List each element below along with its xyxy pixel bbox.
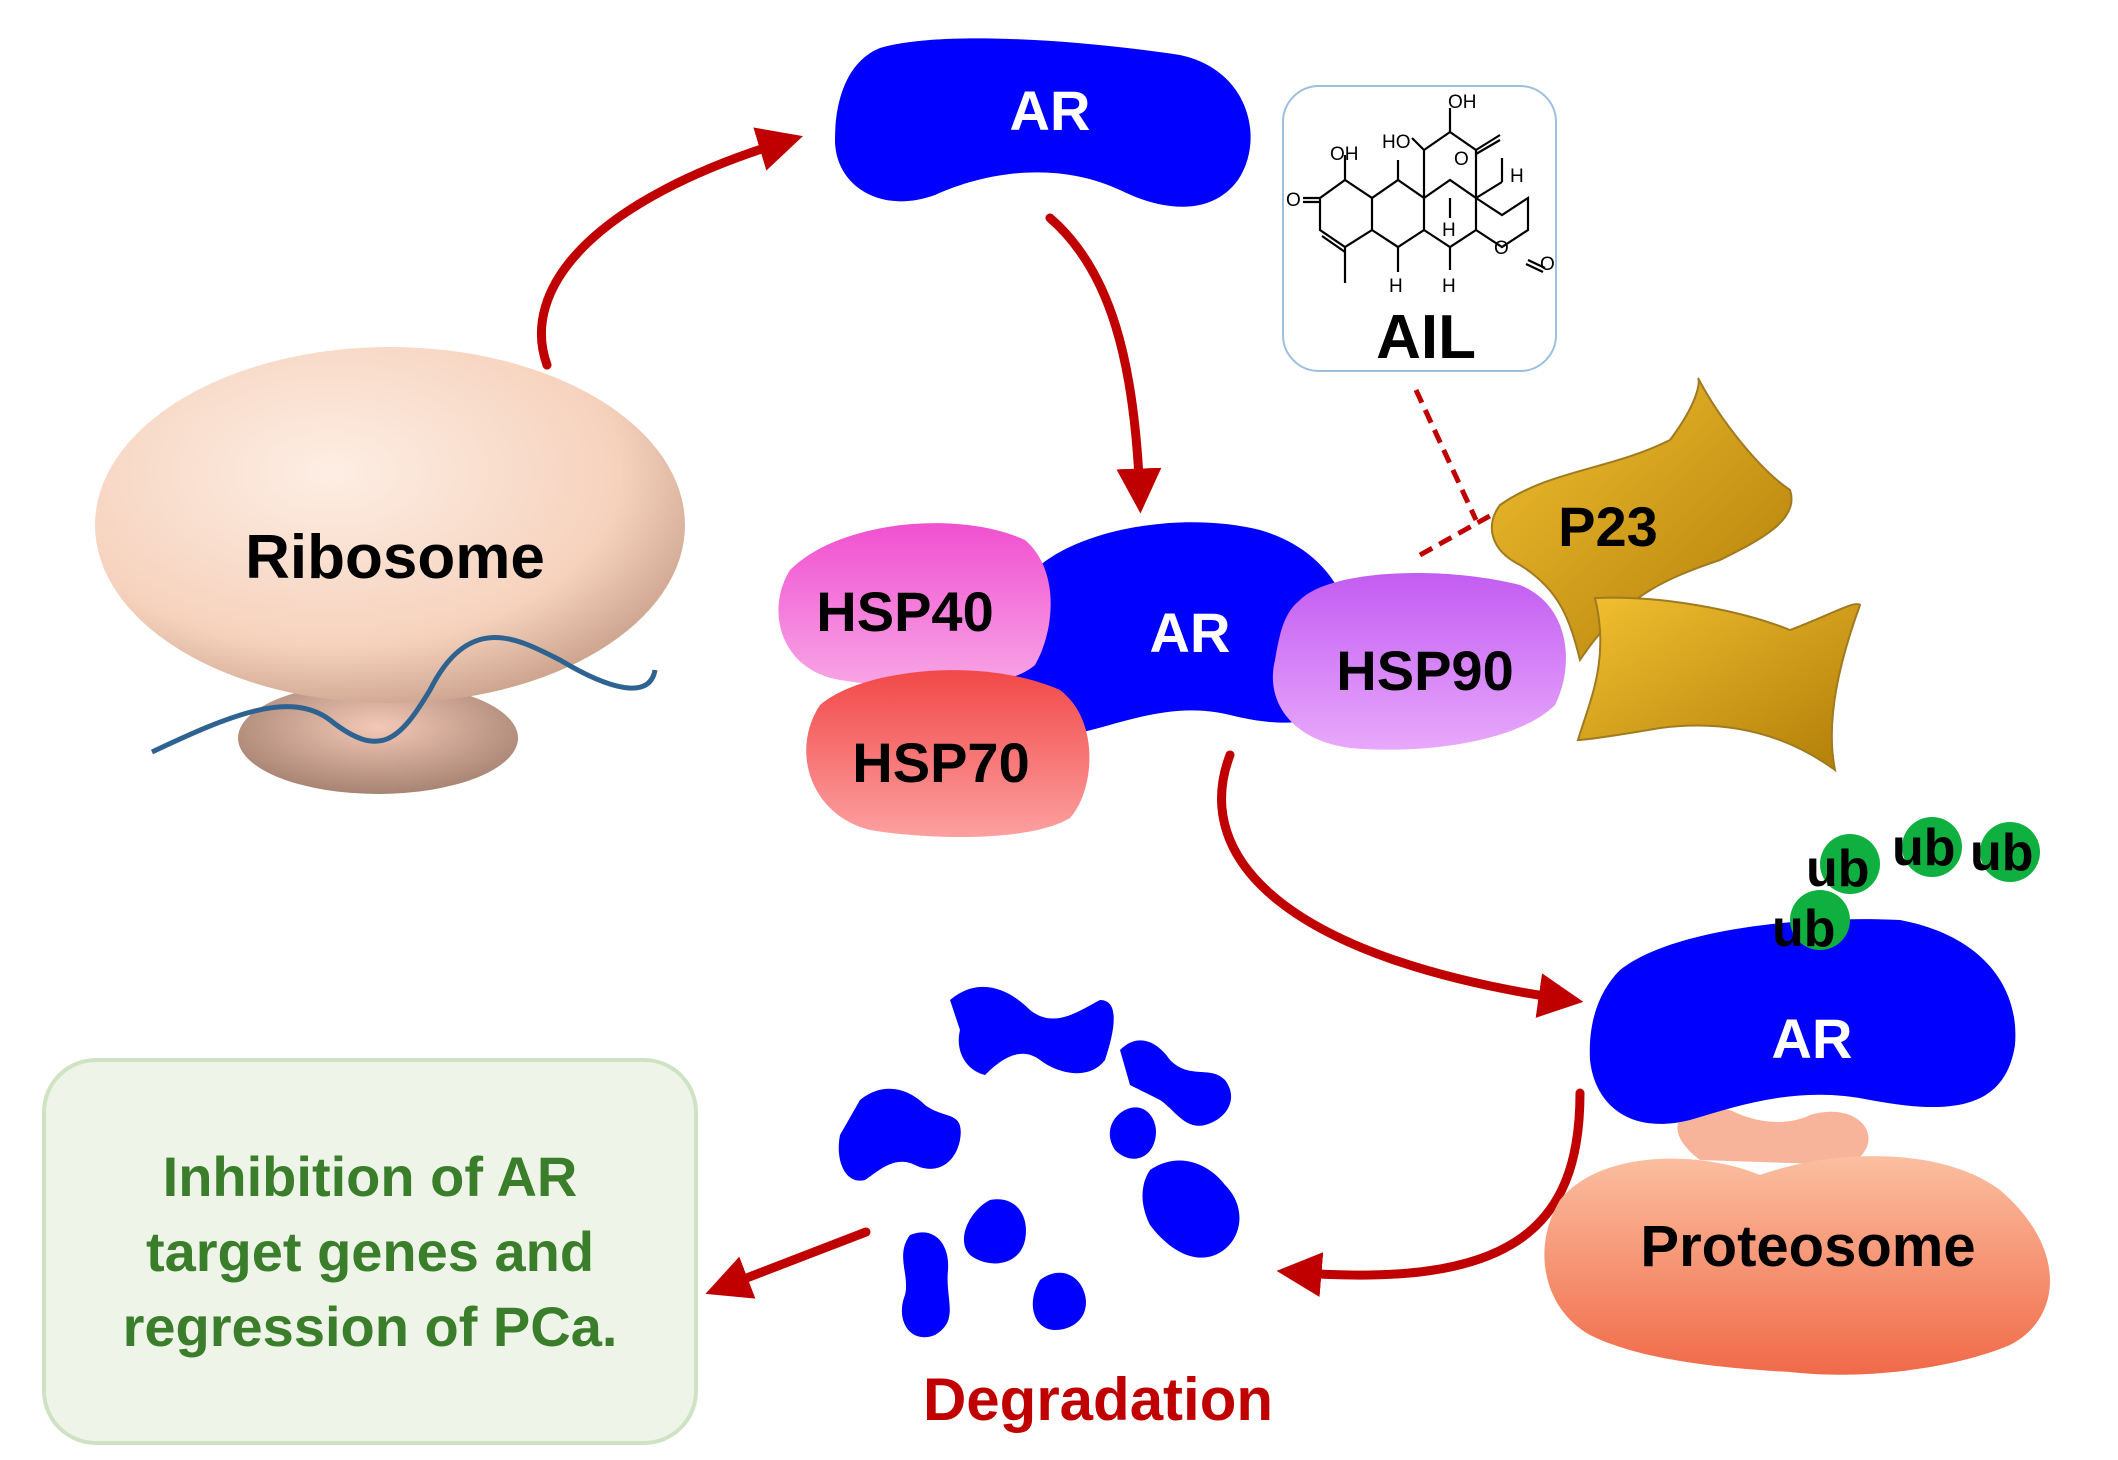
ar-degraded-label: AR xyxy=(971,1137,1049,1197)
ub-bead-1 xyxy=(1820,834,1880,894)
hsp40-shape xyxy=(778,523,1051,688)
hsp90-shape xyxy=(1272,573,1566,750)
atom-o-lactone: O xyxy=(1540,254,1555,275)
atom-o-lactone-ring: O xyxy=(1494,238,1509,259)
atom-h-mid: H xyxy=(1442,220,1456,241)
ub-tag-4: ub xyxy=(1772,900,1836,958)
ar-newly-synthesized: AR xyxy=(835,38,1251,207)
ar-complex-label: AR xyxy=(1150,601,1231,664)
ail-compound-box: OH HO OH O H H H H O O O AIL xyxy=(1282,85,1557,372)
ar-ubiquitinated: AR ub ub ub ub xyxy=(1589,817,2040,1124)
fragment-4 xyxy=(963,1199,1026,1264)
ar-degraded-fragments: AR xyxy=(838,986,1240,1338)
arrow-proteosome-to-degradation xyxy=(1276,1088,1585,1297)
fragment-8 xyxy=(1109,1107,1156,1159)
p23-shape-upper xyxy=(1490,377,1793,663)
atom-oh-left: OH xyxy=(1330,144,1359,165)
proteosome-complex: Proteosome xyxy=(1544,1108,2050,1375)
arrow-degradation-to-outcome xyxy=(705,1227,871,1299)
mrna-strand xyxy=(150,635,658,755)
pathway-arrows xyxy=(536,127,1585,1299)
ail-label: AIL xyxy=(1376,303,1476,372)
p23-cochaperone: P23 xyxy=(1490,377,1862,773)
inhibition-dashed-line xyxy=(1413,388,1479,522)
arrow-complex-to-ubiquitinated-ar xyxy=(1217,750,1584,1018)
degradation-label: Degradation xyxy=(923,1366,1273,1433)
hsp70-shape xyxy=(806,670,1090,838)
atom-h-lower-mid: H xyxy=(1442,276,1456,297)
hsp40-label: HSP40 xyxy=(816,580,993,643)
ar-ub-label: AR xyxy=(1772,1007,1853,1070)
p23-shape-lower xyxy=(1576,596,1862,773)
ribosome: Ribosome xyxy=(95,347,685,794)
ar-chaperone-complex: AR HSP40 HSP70 HSP90 xyxy=(778,522,1566,838)
ar-ub-shape xyxy=(1589,919,2016,1124)
hsp70-label: HSP70 xyxy=(852,731,1029,794)
ub-bead-2 xyxy=(1902,817,1962,877)
proteosome-body xyxy=(1544,1156,2050,1375)
fragment-1 xyxy=(950,986,1114,1075)
ribosome-label: Ribosome xyxy=(245,523,545,592)
proteosome-label: Proteosome xyxy=(1640,1214,1975,1279)
ub-bead-4 xyxy=(1790,890,1850,950)
ail-chemical-structure: OH HO OH O H H H H O O O xyxy=(1286,92,1555,297)
fragment-2 xyxy=(1120,1040,1232,1126)
outcome-line-2: target genes and xyxy=(146,1220,594,1283)
ub-bead-3 xyxy=(1980,822,2040,882)
ub-tag-3: ub xyxy=(1970,824,2034,882)
outcome-line-3: regression of PCa. xyxy=(123,1295,618,1358)
atom-ho: HO xyxy=(1382,132,1411,153)
outcome-box: Inhibition of AR target genes and regres… xyxy=(42,1058,698,1445)
atom-oh-top: OH xyxy=(1448,92,1477,113)
arrow-ribosome-to-ar xyxy=(536,127,803,370)
p23-label: P23 xyxy=(1558,495,1658,558)
outcome-line-1: Inhibition of AR xyxy=(163,1145,578,1208)
ail-box-frame xyxy=(1282,85,1557,372)
fragment-6 xyxy=(901,1232,950,1338)
fragment-7 xyxy=(1032,1272,1086,1330)
atom-h-right: H xyxy=(1510,166,1524,187)
proteosome-cap xyxy=(1677,1108,1869,1165)
ar-complex-shape xyxy=(971,522,1354,737)
atom-h-lower-left: H xyxy=(1389,276,1403,297)
ub-tag-1: ub xyxy=(1806,840,1870,898)
outcome-box-frame xyxy=(42,1058,698,1445)
hsp90-label: HSP90 xyxy=(1336,639,1513,702)
atom-o-ring: O xyxy=(1454,149,1469,170)
fragment-5 xyxy=(1142,1160,1240,1258)
arrow-ar-to-chaperone-complex xyxy=(1045,213,1162,514)
ar-top-shape xyxy=(835,38,1251,207)
fragment-3 xyxy=(838,1088,961,1181)
ribosome-large-subunit xyxy=(95,347,685,703)
ar-top-label: AR xyxy=(1010,79,1091,142)
ub-tag-2: ub xyxy=(1892,819,1956,877)
atom-o-ketone: O xyxy=(1286,190,1301,211)
